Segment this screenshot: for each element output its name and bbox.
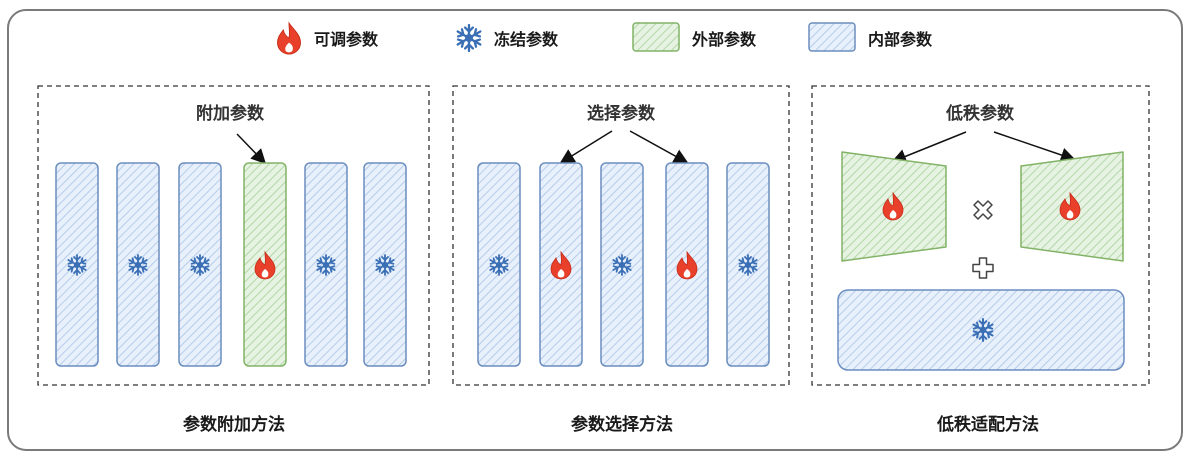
legend-tunable: 可调参数	[276, 22, 379, 55]
legend-external-label: 外部参数	[691, 30, 757, 49]
panel-selection-caption: 参数选择方法	[571, 414, 673, 435]
legend-frozen: 冻结参数	[456, 23, 559, 53]
panel-lowrank-arrow-right	[993, 131, 1076, 163]
panel-selection-top-label: 选择参数	[587, 103, 656, 124]
panel-addition-border	[37, 85, 430, 386]
panel-lowrank-top-label: 低秩参数	[945, 103, 1015, 124]
panel-lowrank-arrow-left	[891, 131, 967, 164]
panel-lowrank-caption: 低秩适配方法	[936, 414, 1039, 435]
panel-selection: 选择参数 参数选择方法	[452, 85, 790, 435]
legend-external-swatch	[632, 22, 680, 52]
legend: 可调参数 冻结参数 外部参数 内部参数	[276, 22, 933, 55]
legend-internal-label: 内部参数	[868, 30, 933, 49]
panel-selection-arrow-left	[559, 130, 613, 164]
legend-tunable-label: 可调参数	[314, 30, 379, 49]
panel-selection-arrow-right	[629, 130, 689, 164]
panel-addition: 附加参数 参数附加方法	[37, 85, 430, 435]
legend-external: 外部参数	[632, 22, 757, 52]
legend-internal-swatch	[808, 22, 856, 52]
plus-icon	[972, 257, 994, 279]
legend-frozen-label: 冻结参数	[494, 30, 559, 49]
panel-addition-caption: 参数附加方法	[183, 414, 285, 435]
panel-lowrank-border	[811, 85, 1150, 386]
panel-lowrank: 低秩参数 低秩适配方法	[811, 85, 1150, 435]
multiply-icon	[973, 200, 993, 220]
panel-addition-arrow	[236, 133, 267, 165]
legend-internal: 内部参数	[808, 22, 933, 52]
panel-addition-top-label: 附加参数	[196, 103, 265, 124]
panel-selection-border	[452, 85, 790, 386]
